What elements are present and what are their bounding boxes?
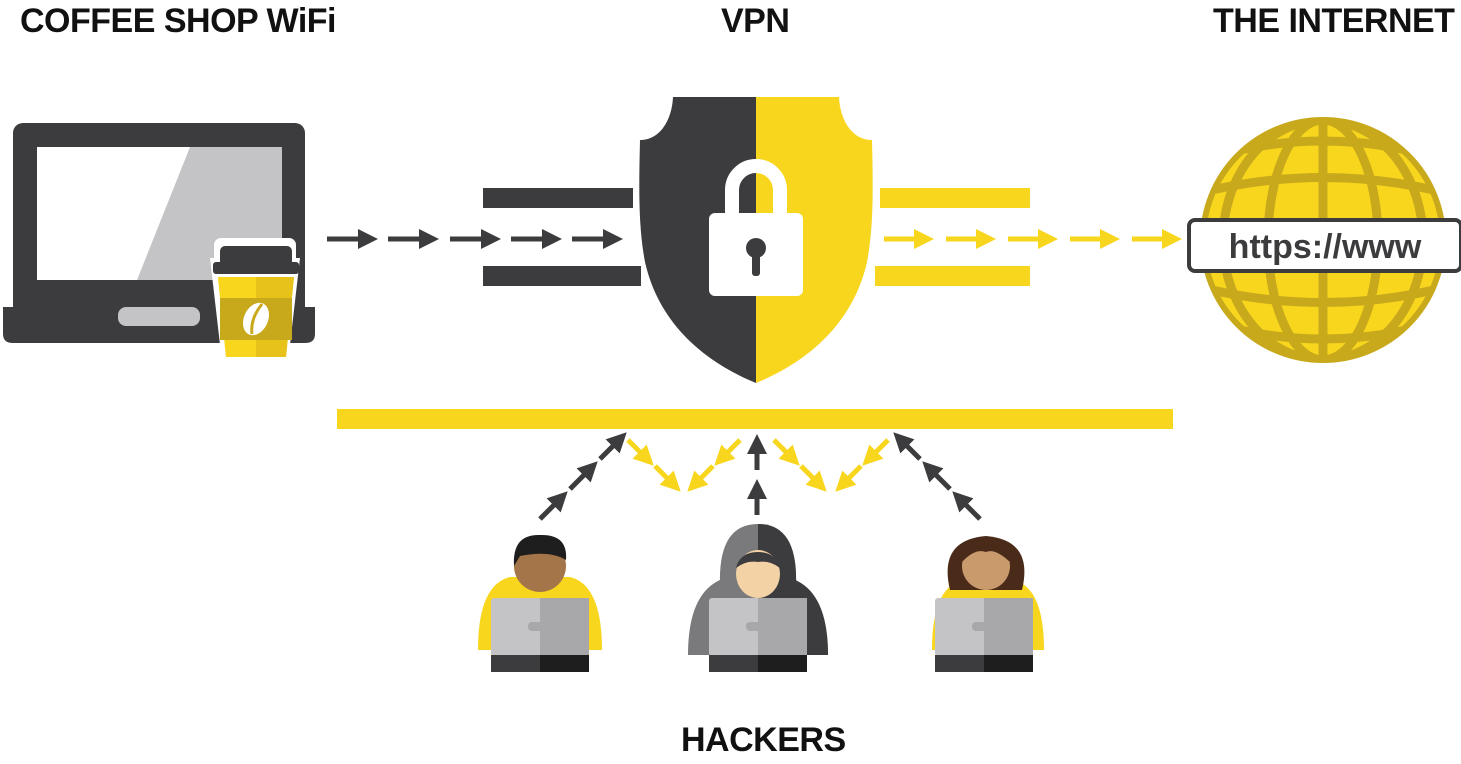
url-box: https://www [1187,218,1461,273]
padlock-icon [709,159,803,296]
protection-barrier [337,409,1173,429]
coffee-shop-wifi-label: COFFEE SHOP WiFi [20,2,336,40]
hacker-icon [478,534,602,672]
vpn-label: VPN [721,2,790,40]
hacker-icon [688,524,828,672]
hacker-icon [932,536,1044,672]
coffee-cup-icon [210,238,300,362]
internet-label: THE INTERNET [1213,2,1455,40]
hackers-label: HACKERS [681,721,846,759]
deflected-arrows [626,438,890,492]
url-text: https://www [1229,228,1422,266]
attack-arrows [538,432,982,521]
vpn-tunnel-bars [483,188,1030,286]
shield-icon [639,97,873,383]
